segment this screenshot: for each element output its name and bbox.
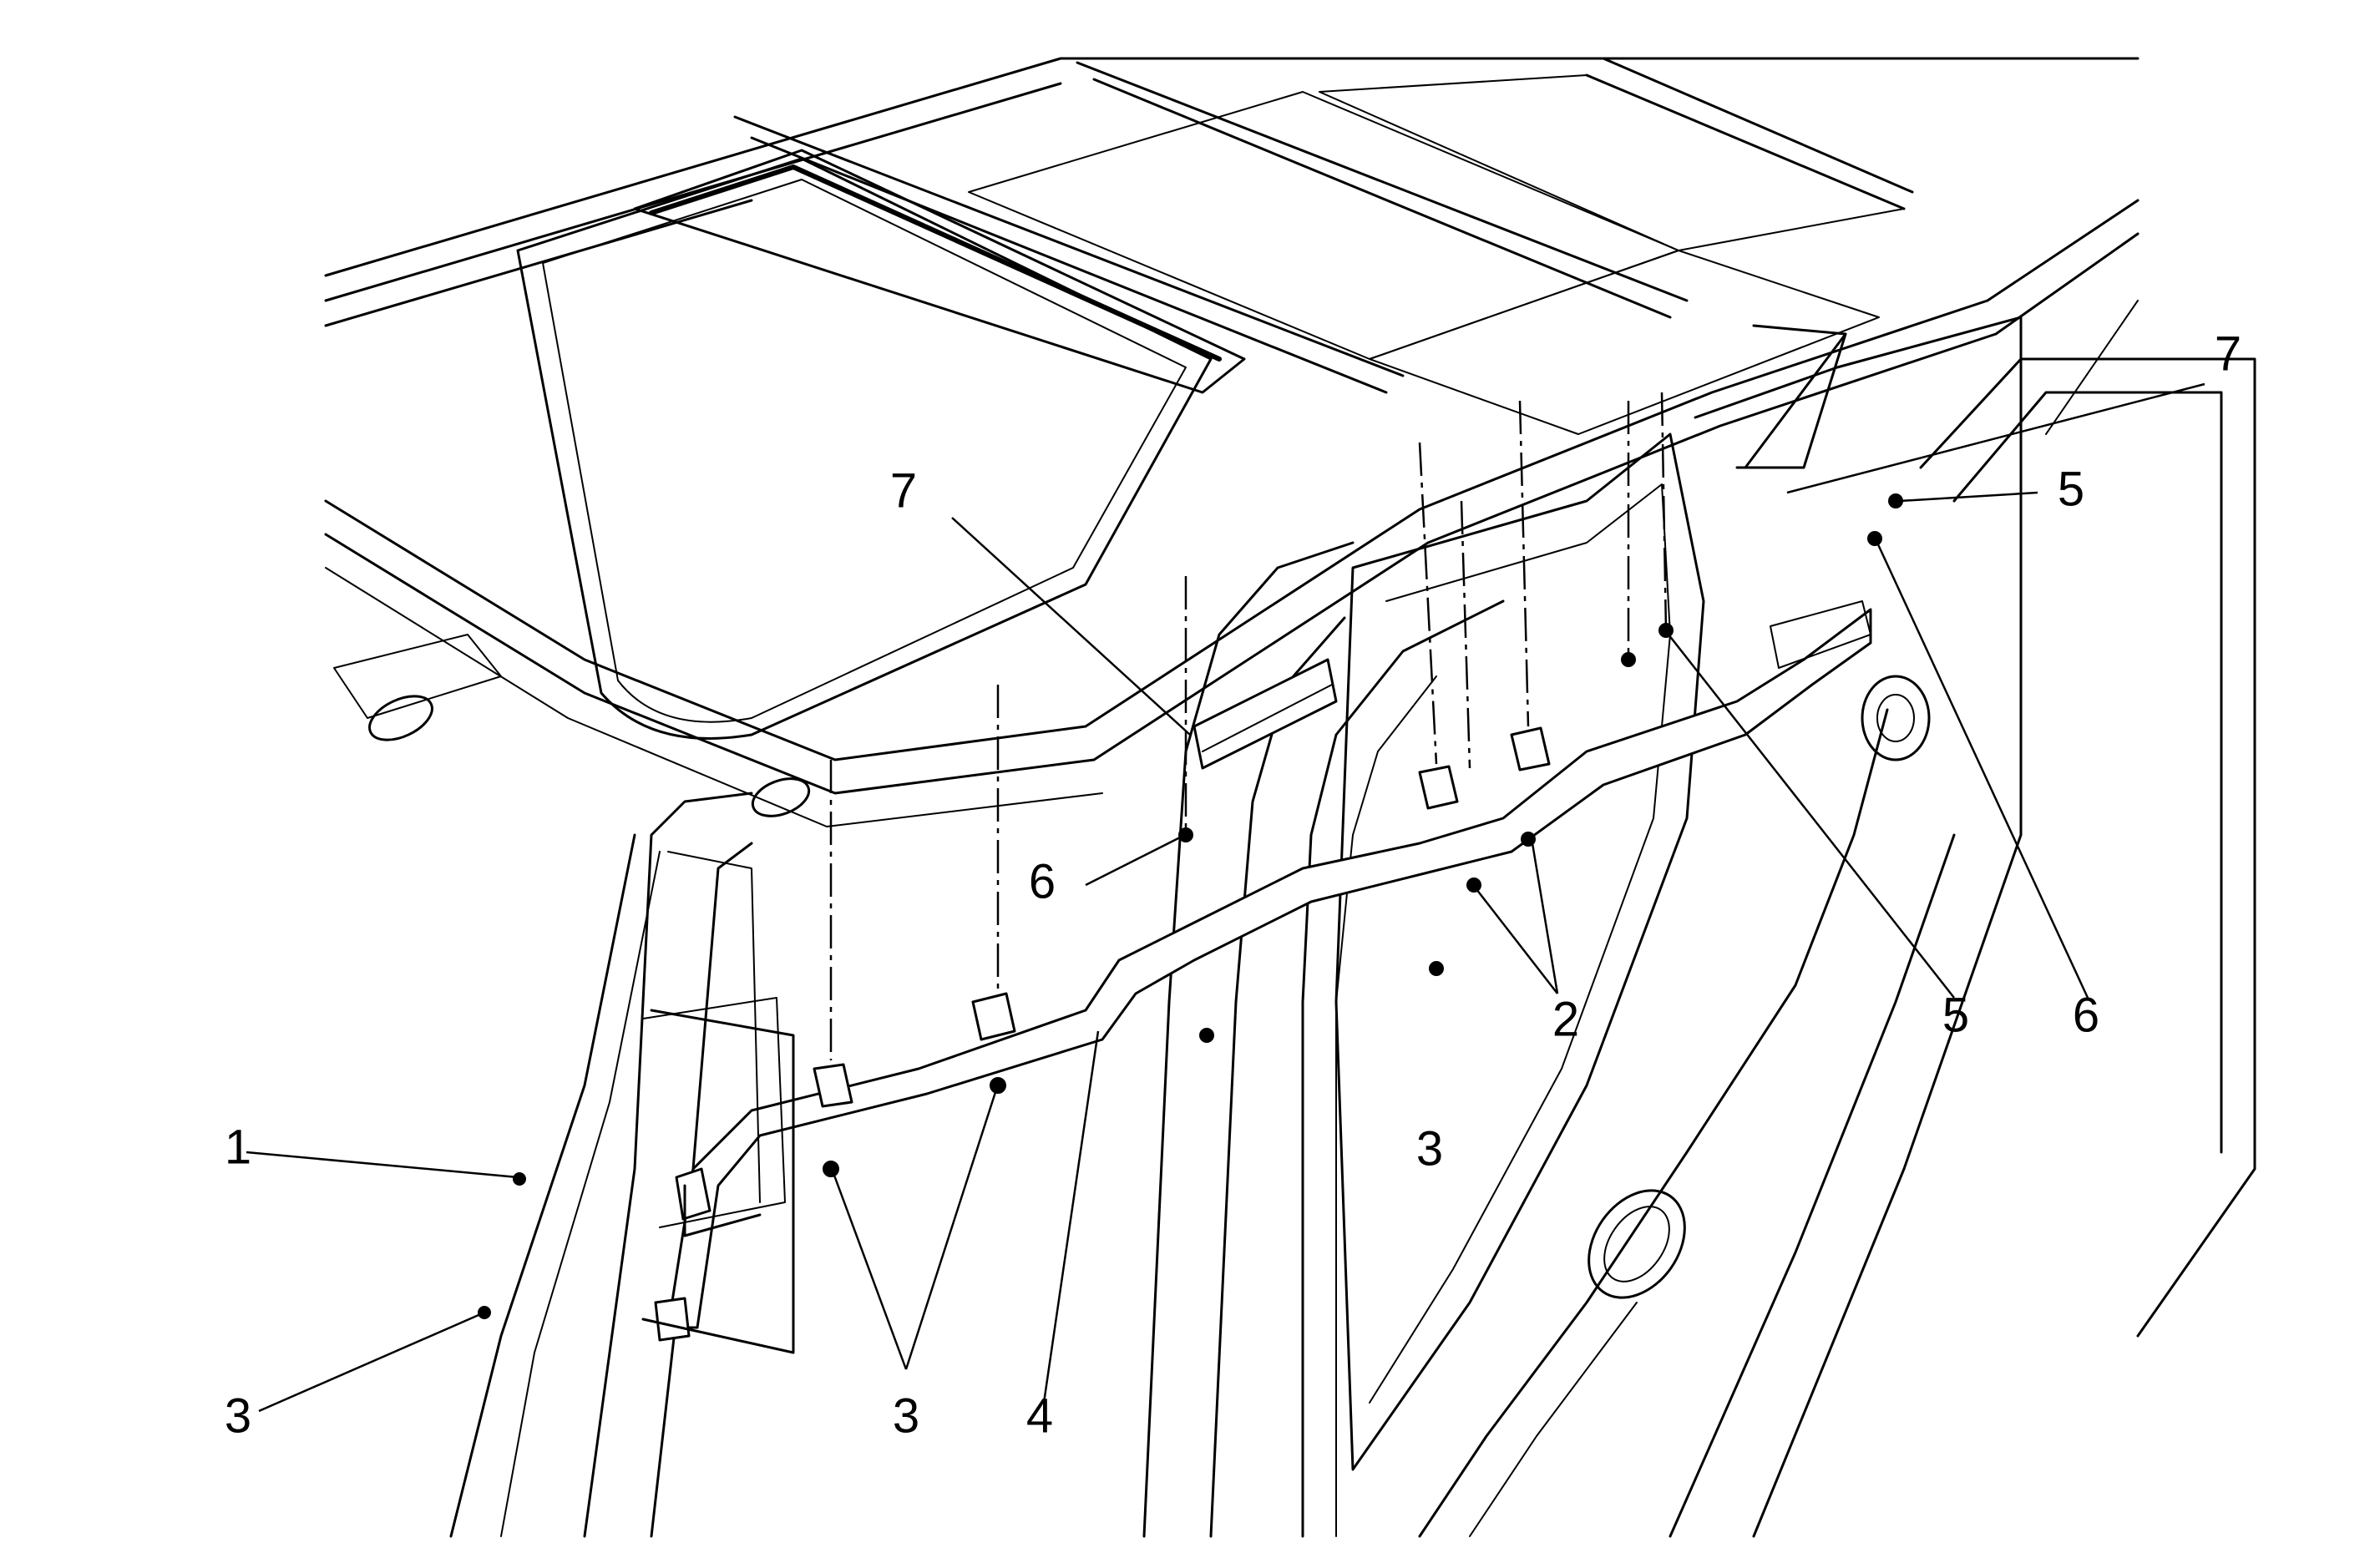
callout-labels: 1 2 3 3 3 4 5 5 6 6 7 7: [225, 326, 2241, 1443]
callout-1: 1: [225, 1120, 251, 1174]
body-side-structure: [333, 300, 2256, 1538]
callout-5-lower: 5: [1942, 988, 1969, 1042]
roof-rail-air-bag: [666, 600, 1872, 1329]
callout-7-right: 7: [2215, 326, 2241, 381]
callout-3-left: 3: [225, 1389, 251, 1443]
callout-6-right: 6: [2073, 988, 2099, 1042]
callout-3-center: 3: [893, 1389, 919, 1443]
fasteners-and-brackets: [478, 324, 1903, 1354]
callout-4: 4: [1026, 1389, 1053, 1443]
callout-2: 2: [1552, 992, 1579, 1046]
callout-5-upper: 5: [2058, 462, 2084, 516]
callout-3-right: 3: [1416, 1121, 1443, 1176]
roof-panel-drawing: [324, 57, 2139, 827]
callout-7-left: 7: [890, 463, 917, 518]
leader-lines: [246, 382, 2205, 1413]
callout-6-left: 6: [1029, 854, 1056, 908]
